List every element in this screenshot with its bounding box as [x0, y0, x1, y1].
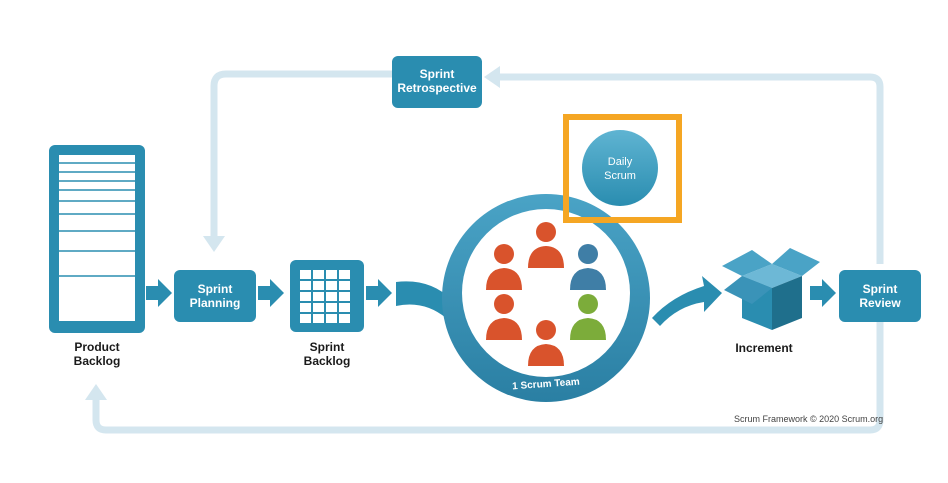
arrowhead-to-product-backlog: [85, 384, 107, 400]
sprint-backlog-label: Sprint Backlog: [303, 340, 351, 368]
arrow-planning-to-sprint-backlog: [258, 279, 284, 307]
arrow-sprint-backlog-to-sprint: [366, 279, 392, 307]
sprint-entry-swoosh: [396, 281, 452, 318]
arrowhead-to-planning: [203, 236, 225, 252]
sprint-planning-label: Sprint Planning: [189, 282, 241, 310]
sprint-retrospective-label: Sprint Retrospective: [397, 67, 477, 95]
sprint-planning-box: [174, 270, 256, 322]
daily-scrum-circle: [582, 130, 658, 206]
daily-scrum-label: Daily Scrum: [604, 156, 636, 182]
person-icon: [486, 244, 522, 290]
arrow-backlog-to-planning: [146, 279, 172, 307]
person-icon: [528, 222, 564, 268]
daily-scrum-highlight-frame: [563, 114, 682, 223]
increment-label: Increment: [735, 341, 793, 355]
copyright-text: Scrum Framework © 2020 Scrum.org: [734, 414, 884, 424]
product-backlog-icon: [49, 145, 145, 333]
review-to-product-backlog-line: [92, 315, 884, 434]
increment-box-icon: [722, 248, 820, 330]
sprint-retrospective-box: [392, 56, 482, 108]
person-icon: [528, 320, 564, 366]
person-icon: [570, 294, 606, 340]
feedback-loop-lines: [92, 70, 884, 434]
flow-arrows: [146, 279, 836, 307]
sprint-backlog-icon: [290, 260, 364, 332]
sprint-exit-swoosh: [652, 276, 722, 326]
sprint-review-box: [839, 270, 921, 322]
review-to-retrospective-line: [500, 73, 884, 264]
scrum-team-people: [486, 222, 606, 366]
person-icon: [570, 244, 606, 290]
sprint-review-label: Sprint Review: [859, 282, 901, 310]
retrospective-to-planning-line: [210, 70, 392, 240]
product-backlog-label: Product Backlog: [73, 340, 121, 368]
arrow-increment-to-review: [810, 279, 836, 307]
arrowhead-to-retrospective: [484, 66, 500, 88]
person-icon: [486, 294, 522, 340]
